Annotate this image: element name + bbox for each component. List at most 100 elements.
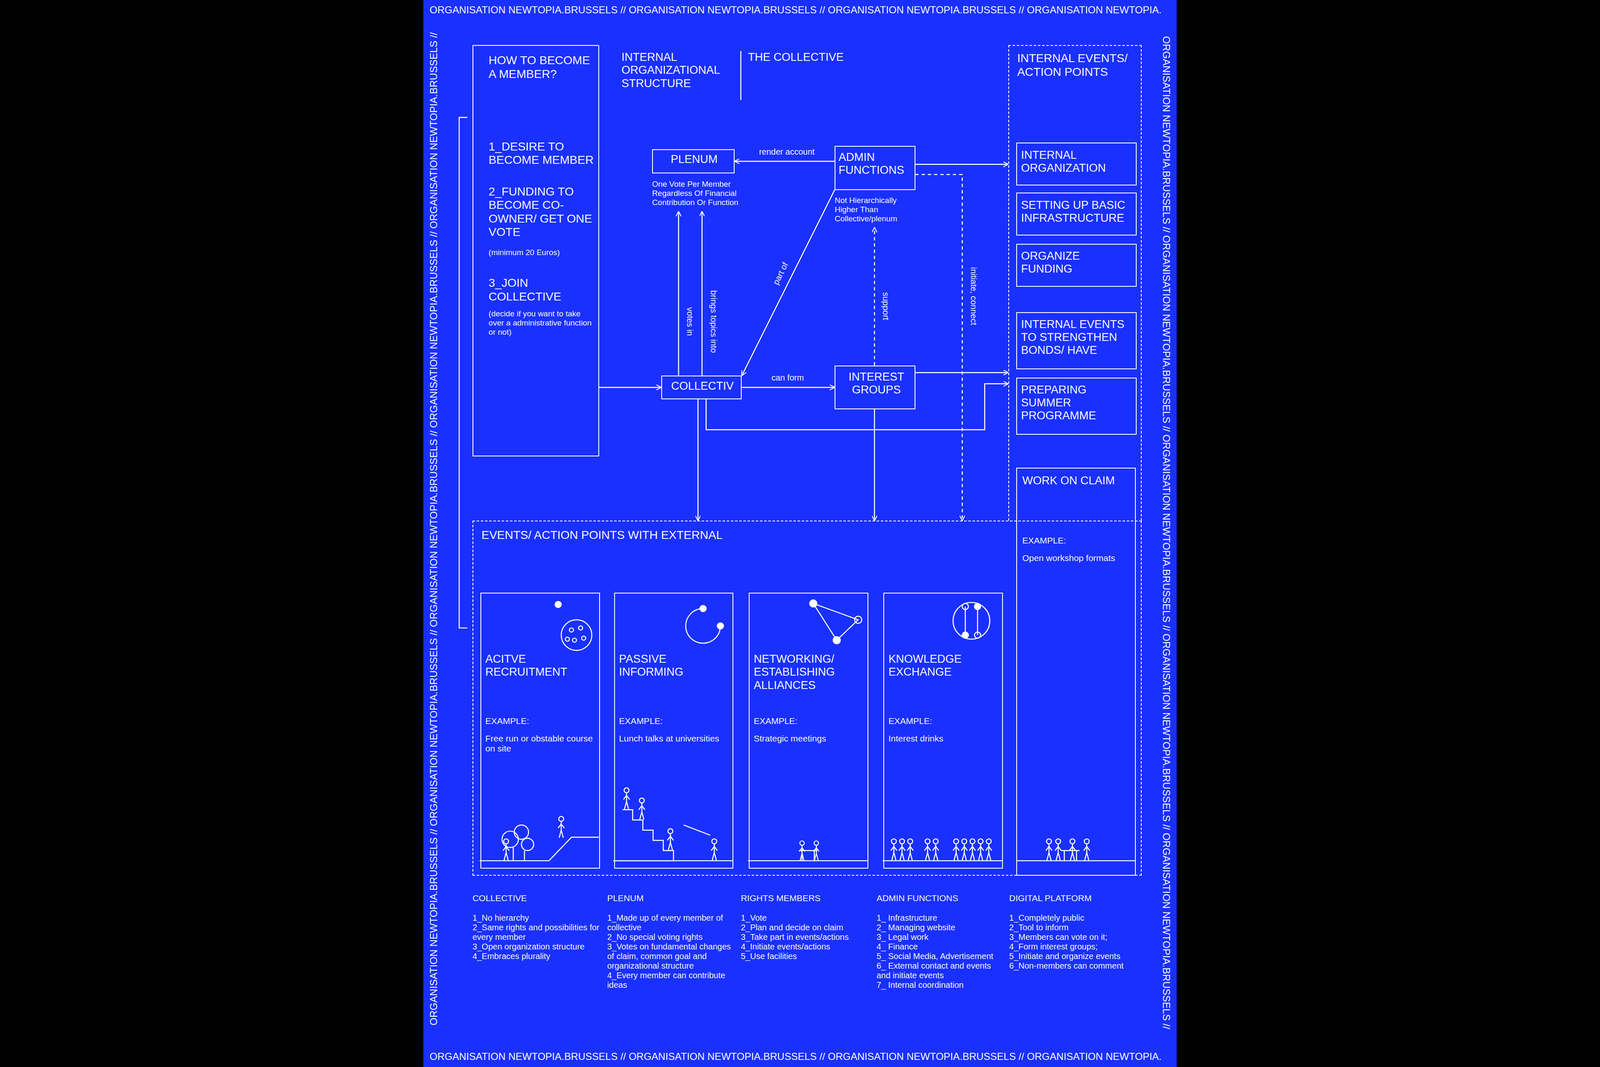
card-icons [809,599,817,607]
border-strip: ORGANISATION NEWTOPIA.BRUSSELS // ORGANI… [429,4,1162,16]
people [799,840,805,860]
column-item: 3_Take part in events/actions [740,932,870,942]
box-heading: NETWORKING/ ESTABLISHING ALLIANCES [753,652,866,692]
card-icons [581,635,586,640]
people [899,838,906,860]
scene-lines [882,860,1003,861]
people [969,838,976,860]
edge-label: part of [770,259,791,288]
scene-lines [513,847,525,861]
people [1055,838,1062,860]
connector [599,386,662,388]
scene-lines [514,824,529,839]
card-icons [569,627,574,633]
connector [741,386,835,388]
column-item: 5_ Social Media, Advertisement [876,951,1006,961]
column-item: 2_No special voting rights [607,932,736,942]
border-strip: ORGANISATION NEWTOPIA.BRUSSELS // ORGANI… [1160,36,1173,1030]
box-outline: ADMIN FUNCTIONS [834,145,915,190]
card-icons [561,619,592,650]
example-heading: EXAMPLE: [1022,535,1131,546]
column-item: 4_Embraces plurality [472,951,602,961]
dashed-connector [874,227,876,366]
column-item: 3_Votes on fundamental changes of claim,… [607,941,736,971]
people [813,840,820,860]
example-heading: EXAMPLE: [753,715,866,726]
box-heading: ORGANIZE FUNDING [1021,249,1134,276]
example-heading: EXAMPLE: [485,715,598,726]
interest-groups-box: INTEREST GROUPS [834,365,915,410]
box-heading: INTERNAL EVENTS/ ACTION POINTS [1017,51,1135,79]
external-events-region: EVENTS/ ACTION POINTS WITH EXTERNALACITV… [472,520,1143,876]
step-text: 3_JOIN COLLECTIVE [488,276,596,303]
border-strip: ORGANISATION NEWTOPIA.BRUSSELS // ORGANI… [427,32,440,1025]
column-heading: DIGITAL PLATFORM [1009,892,1138,903]
column-item: 4_ Finance [876,941,1006,952]
people [623,787,630,809]
step-text: 2_FUNDING TO BECOME CO-OWNER/ GET ONE VO… [488,185,596,239]
column-item: 3_Members can vote on it; [1009,932,1138,942]
edge-label: votes in [685,305,695,338]
connector [701,211,703,376]
box-heading: ADMIN FUNCTIONS [838,150,915,177]
card-icons [555,599,990,650]
border-strip: ORGANISATION NEWTOPIA.BRUSSELS // ORGANI… [429,1050,1162,1063]
people [1045,838,1053,860]
event-card: NETWORKING/ ESTABLISHING ALLIANCES EXAMPL… [748,592,869,868]
box-heading: ACITVE RECRUITMENT [485,652,598,679]
action-box: INTERNAL EVENTS TO STRENGTHEN BONDS/ HAV… [1016,312,1137,370]
action-box: SETTING UP BASIC INFRASTRUCTURE [1016,192,1137,236]
people [977,838,984,860]
action-box: PREPARING SUMMER PROGRAMME [1016,377,1137,435]
scene-lines [521,837,534,850]
column-item: 2_Same rights and possibilities for ever… [472,922,602,942]
action-box: INTERNAL ORGANIZATION [1016,142,1137,186]
people [667,828,674,850]
event-card: ACITVE RECRUITMENTEXAMPLE:Free run or ob… [480,592,600,868]
example-heading: EXAMPLE: [888,715,1001,726]
card-icons [555,601,562,608]
box-note: One Vote Per Member Regardless Of Financ… [652,179,746,208]
card-icons [700,605,707,612]
collective-box: COLLECTIV [661,375,742,399]
edge-label: initiate, connect [968,265,979,327]
column-item: 6_Non-members can comment [1009,960,1138,971]
member-steps-box: HOW TO BECOME A MEMBER? 1_DESIRE TO BECOM… [472,45,600,457]
connector [741,190,835,376]
column-item: 5_Use facilities [740,951,870,961]
people [1069,838,1076,860]
card-icons [974,631,981,638]
scene-lines [479,809,1136,861]
edge-label: brings topics into [708,288,718,355]
card-icons [813,603,859,640]
example-text: Open workshop formats [1022,552,1131,563]
section-title: THE COLLECTIVE [747,50,871,64]
connector [734,160,835,163]
internal-events-region: INTERNAL EVENTS/ ACTION POINTS INTERNAL O… [1008,45,1143,521]
card-icons [952,602,990,639]
step-text: 1_DESIRE TO BECOME MEMBER [488,140,596,167]
legend-column: PLENUM1_Made up of every member of colle… [607,892,736,990]
card-icons [578,625,583,630]
event-card: KNOWLEDGE EXCHANGEEXAMPLE:Interest drink… [883,592,1003,868]
box-heading: PLENUM [652,152,736,166]
column-heading: RIGHTS MEMBERS [740,892,870,903]
scene-lines [479,837,600,861]
section-title: INTERNAL ORGANIZATIONAL STRUCTURE [621,50,738,90]
column-item: 1_Completely public [1009,912,1138,923]
action-box: ORGANIZE FUNDING [1016,243,1137,287]
column-item: 4_Form interest groups; [1009,941,1138,952]
scene-lines [613,860,733,861]
card-icons [854,615,862,623]
connector [874,409,876,521]
people [890,838,898,860]
column-item: 3_ Legal work [876,932,1006,942]
box-heading: SETTING UP BASIC INFRASTRUCTURE [1021,198,1134,225]
column-item: 1_ Infrastructure [876,912,1006,923]
column-item: 2_ Managing website [876,922,1006,933]
people [907,838,914,860]
legend-column: ADMIN FUNCTIONS1_ Infrastructure2_ Manag… [876,892,1006,990]
people [952,838,960,860]
people [638,797,645,820]
box-heading: HOW TO BECOME A MEMBER? [488,53,596,81]
